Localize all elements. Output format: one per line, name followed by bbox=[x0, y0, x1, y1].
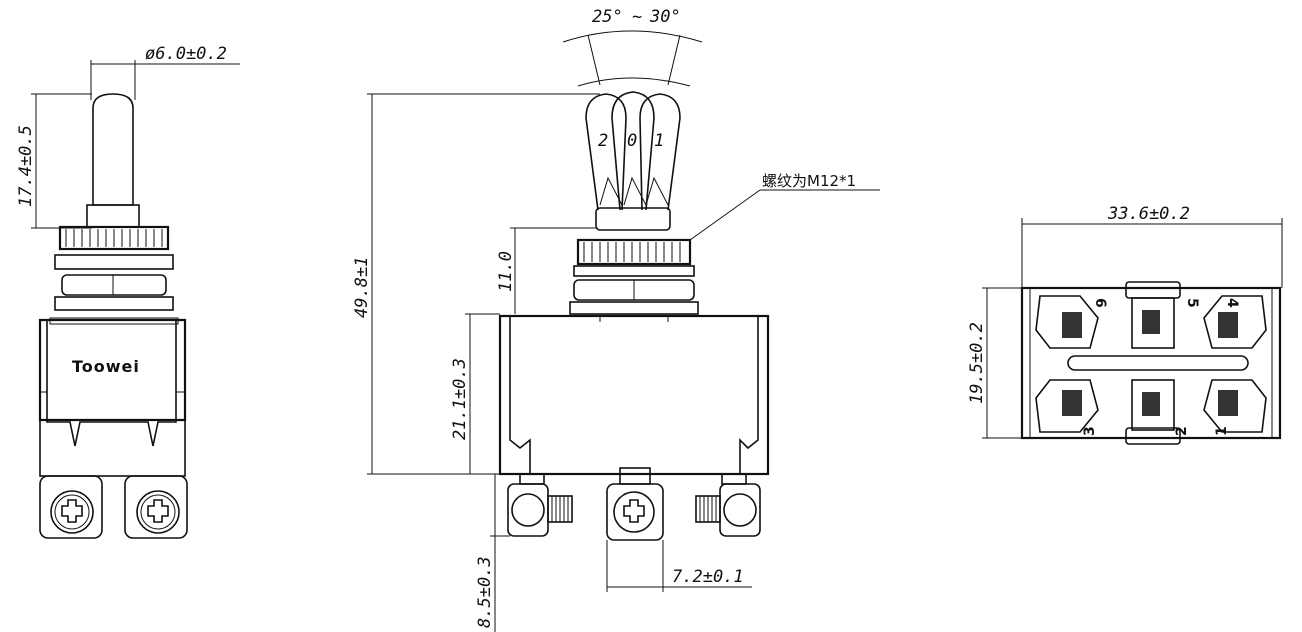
dim-lever-diameter-label: ø6.0±0.2 bbox=[145, 44, 227, 64]
terminal-number-4: 4 bbox=[1224, 298, 1240, 308]
dim-body-height: 21.1±0.3 bbox=[450, 313, 500, 474]
terminal-number-1: 1 bbox=[1214, 426, 1230, 436]
bottom-view: 6 5 4 3 2 1 33.6±0.2 19.5±0.2 bbox=[967, 204, 1283, 445]
thread-note: 螺纹为M12*1 bbox=[762, 172, 856, 190]
dim-lever-length: 17.4±0.5 bbox=[16, 93, 92, 229]
dim-total-height: 49.8±1 bbox=[352, 93, 600, 475]
terminal-number-6: 6 bbox=[1092, 298, 1108, 308]
dim-terminal-height: 8.5±0.3 bbox=[475, 474, 510, 632]
lever-position-1: 1 bbox=[654, 131, 664, 151]
dim-terminal-pitch-label: 7.2±0.1 bbox=[672, 567, 744, 587]
angle-sep-label: ~ bbox=[632, 7, 642, 27]
terminal-number-5: 5 bbox=[1184, 298, 1200, 308]
dim-body-width: 33.6±0.2 bbox=[1021, 204, 1283, 288]
front-view: 25° ~ 30° 2 0 1 bbox=[352, 7, 880, 632]
lever-position-0: 0 bbox=[627, 131, 637, 151]
terminal-number-3: 3 bbox=[1082, 426, 1098, 436]
angle-right-label: 30° bbox=[649, 7, 681, 27]
dim-lever-diameter: ø6.0±0.2 bbox=[90, 44, 240, 100]
front-terminal-center bbox=[606, 467, 664, 541]
lever-positions: 2 0 1 bbox=[585, 91, 681, 211]
front-terminal-left bbox=[507, 473, 573, 537]
thread-callout: 螺纹为M12*1 bbox=[689, 172, 880, 241]
side-view: Toowei ø6.0±0.2 17.4±0.5 bbox=[16, 44, 240, 539]
dim-lever-length-label: 17.4±0.5 bbox=[16, 125, 36, 207]
side-terminal-right bbox=[124, 475, 188, 539]
angle-left-label: 25° bbox=[592, 7, 623, 27]
dim-terminal-pitch: 7.2±0.1 bbox=[606, 540, 752, 592]
brand-label: Toowei bbox=[72, 357, 140, 376]
dim-bushing-height-label: 11.0 bbox=[496, 251, 516, 292]
side-terminal-left bbox=[39, 475, 103, 539]
dim-body-height-label: 21.1±0.3 bbox=[450, 358, 470, 440]
dim-body-depth-label: 19.5±0.2 bbox=[967, 322, 987, 404]
dim-angle: 25° ~ 30° bbox=[562, 7, 703, 87]
dim-total-height-label: 49.8±1 bbox=[352, 257, 372, 318]
dim-terminal-height-label: 8.5±0.3 bbox=[475, 556, 495, 628]
front-terminal-right bbox=[695, 473, 761, 537]
lever-position-2: 2 bbox=[598, 131, 608, 151]
terminal-number-2: 2 bbox=[1174, 426, 1190, 436]
dim-body-depth: 19.5±0.2 bbox=[967, 287, 1022, 439]
dim-body-width-label: 33.6±0.2 bbox=[1107, 204, 1190, 224]
dim-bushing-height: 11.0 bbox=[496, 227, 596, 314]
